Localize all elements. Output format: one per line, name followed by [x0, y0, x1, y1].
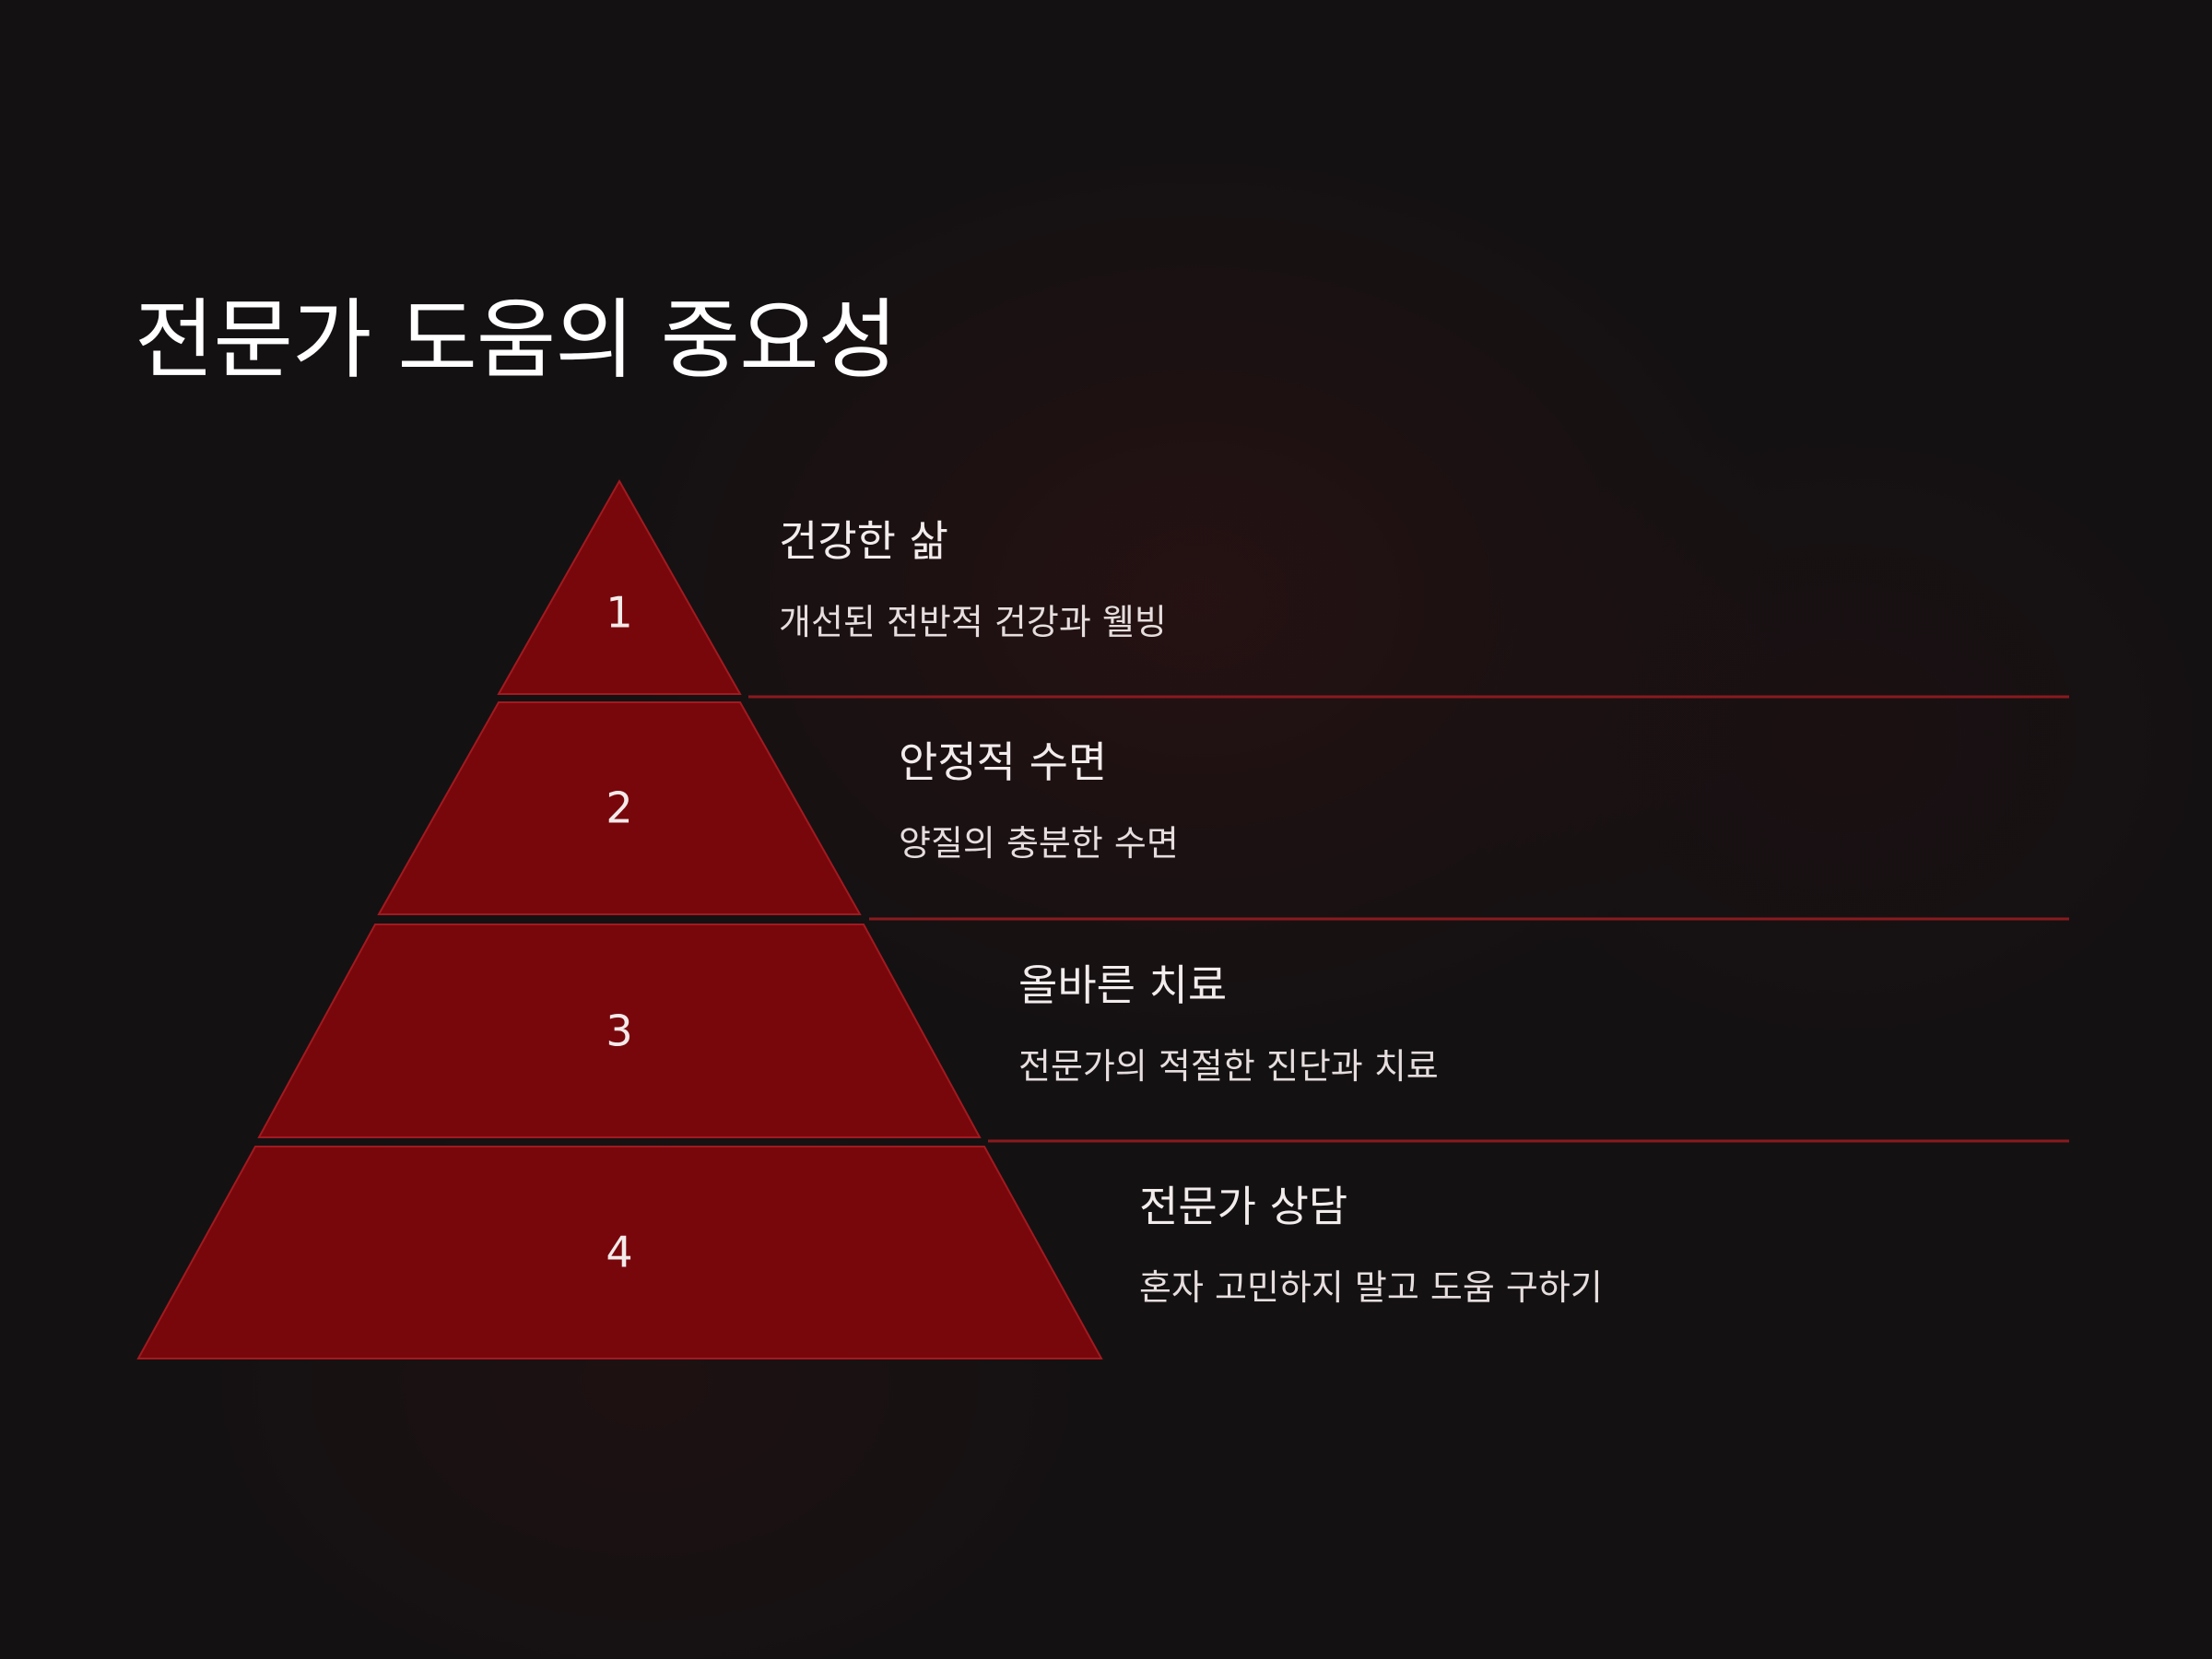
tier-1-description: 개선된 전반적 건강과 웰빙	[779, 602, 1167, 643]
pyramid-tier-1-shape	[497, 478, 742, 695]
tier-2-description: 양질의 충분한 수면	[899, 823, 1179, 865]
pyramid-tier-4-number: 4	[606, 1228, 632, 1277]
tier-4-description: 혼자 고민하지 말고 도움 구하기	[1139, 1267, 1603, 1309]
tier-2-label: 안정적 수면 양질의 충분한 수면	[899, 737, 1179, 865]
pyramid-tier-1-number: 1	[606, 588, 632, 638]
tier-2-heading: 안정적 수면	[899, 737, 1108, 787]
pyramid-tier-2-number: 2	[606, 783, 632, 833]
tier-1-label: 건강한 삶 개선된 전반적 건강과 웰빙	[779, 516, 1167, 644]
pyramid-tier-2: 2	[377, 701, 862, 915]
pyramid-tier-3: 3	[257, 924, 982, 1138]
pyramid-tier-2-shape	[377, 701, 862, 915]
pyramid-tier-1: 1	[497, 478, 742, 695]
tier-3-description: 전문가의 적절한 진단과 치료	[1018, 1046, 1439, 1088]
page-title: 전문가 도움의 중요성	[135, 290, 898, 391]
tier-1-heading: 건강한 삶	[779, 516, 948, 566]
pyramid-tier-3-number: 3	[606, 1006, 632, 1056]
tier-3-heading: 올바른 치료	[1018, 960, 1228, 1010]
tier-4-heading: 전문가 상담	[1139, 1182, 1348, 1231]
tier-3-label: 올바른 치료 전문가의 적절한 진단과 치료	[1018, 960, 1439, 1088]
tier-4-label: 전문가 상담 혼자 고민하지 말고 도움 구하기	[1139, 1182, 1603, 1310]
pyramid-tier-4-shape	[136, 1146, 1103, 1359]
pyramid-tier-4: 4	[136, 1146, 1103, 1359]
pyramid-tier-3-shape	[257, 924, 982, 1138]
